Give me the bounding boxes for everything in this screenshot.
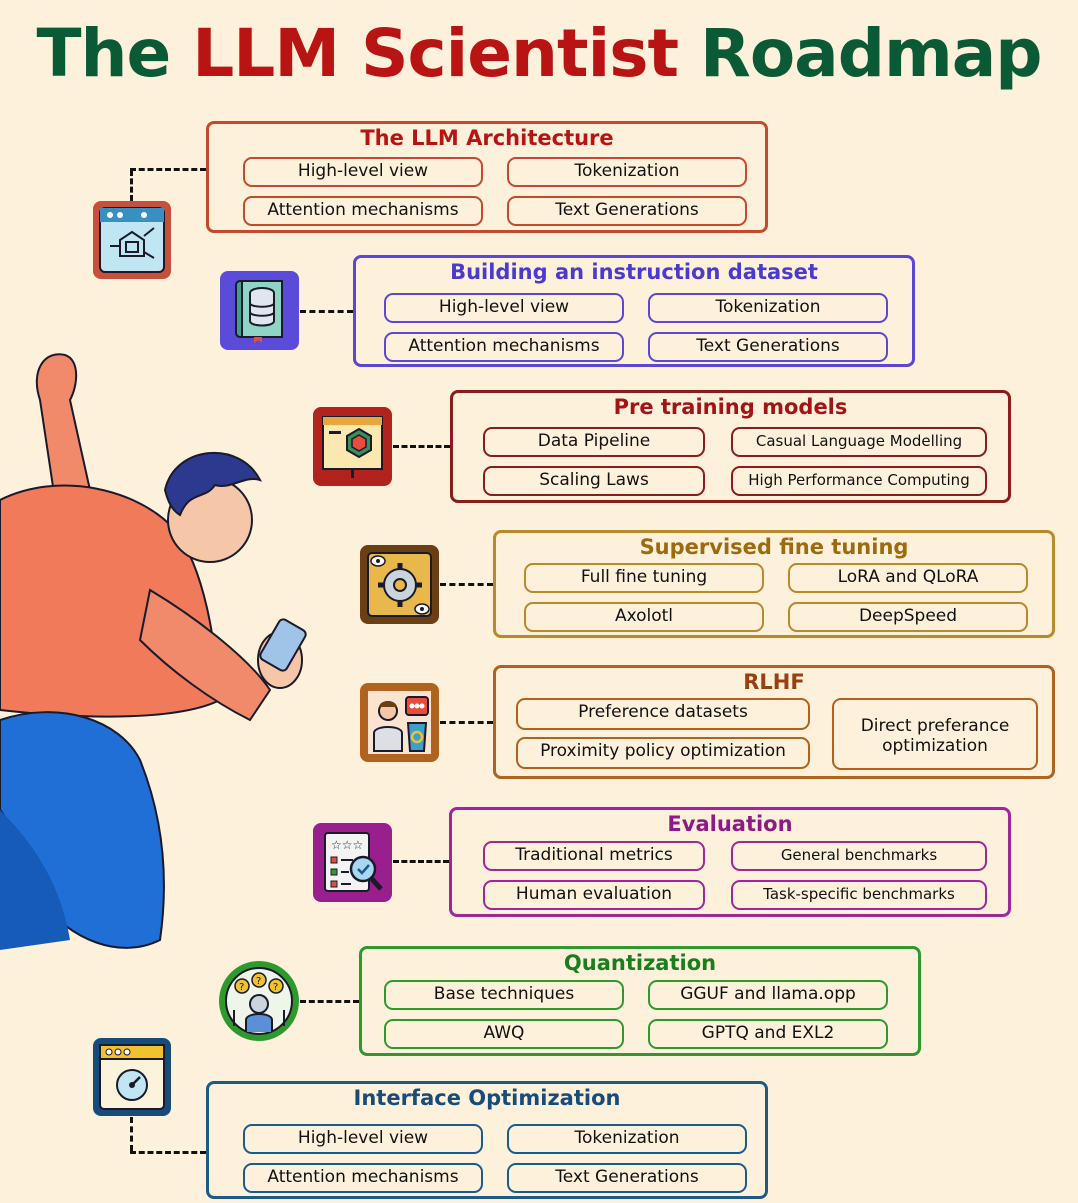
topic-pill[interactable]: Attention mechanisms <box>243 1163 483 1193</box>
person-recycle-icon <box>360 683 439 762</box>
checklist-magnifier-icon: ☆☆☆ <box>313 823 392 902</box>
section-rlhf: RLHF Preference datasets Proximity polic… <box>493 665 1055 779</box>
topic-pill[interactable]: High-level view <box>384 293 624 323</box>
topic-pill[interactable]: Text Generations <box>507 1163 747 1193</box>
section-interface-optimization: Interface Optimization High-level view T… <box>206 1081 768 1199</box>
svg-text:?: ? <box>239 982 244 993</box>
topic-pill[interactable]: General benchmarks <box>731 841 987 871</box>
topic-pill[interactable]: Text Generations <box>507 196 747 226</box>
connector <box>130 1117 133 1151</box>
section-llm-architecture: The LLM Architecture High-level view Tok… <box>206 121 768 233</box>
topic-pill[interactable]: Human evaluation <box>483 880 705 910</box>
connector <box>393 445 450 448</box>
topic-pill[interactable]: Direct preferance optimization <box>832 698 1038 770</box>
web-hierarchy-icon <box>93 201 171 279</box>
topic-pill[interactable]: Scaling Laws <box>483 466 705 496</box>
section-supervised-fine-tuning: Supervised fine tuning Full fine tuning … <box>493 530 1055 638</box>
topic-pill[interactable]: Attention mechanisms <box>384 332 624 362</box>
connector <box>440 583 493 586</box>
section-pretraining: Pre training models Data Pipeline Casual… <box>450 390 1011 503</box>
topic-pill[interactable]: High Performance Computing <box>731 466 987 496</box>
topic-pill[interactable]: Data Pipeline <box>483 427 705 457</box>
section-title: Interface Optimization <box>353 1086 621 1110</box>
topic-pill[interactable]: Base techniques <box>384 980 624 1010</box>
topic-pill[interactable]: GPTQ and EXL2 <box>648 1019 888 1049</box>
database-book-icon <box>220 271 299 350</box>
section-quantization: Quantization Base techniques GGUF and ll… <box>359 946 921 1056</box>
section-title: RLHF <box>743 670 805 694</box>
section-title: Supervised fine tuning <box>639 535 909 559</box>
student-illustration <box>0 353 307 950</box>
topic-pill[interactable]: High-level view <box>243 157 483 187</box>
topic-pill[interactable]: Full fine tuning <box>524 563 764 593</box>
topic-pill[interactable]: Attention mechanisms <box>243 196 483 226</box>
connector <box>440 721 493 724</box>
connector <box>300 310 353 313</box>
topic-pill[interactable]: AWQ <box>384 1019 624 1049</box>
connector <box>130 170 133 201</box>
topic-pill[interactable]: Axolotl <box>524 602 764 632</box>
topic-pill[interactable]: Task-specific benchmarks <box>731 880 987 910</box>
section-title: Pre training models <box>613 395 848 419</box>
topic-pill[interactable]: Casual Language Modelling <box>731 427 987 457</box>
topic-pill[interactable]: GGUF and llama.opp <box>648 980 888 1010</box>
topic-pill[interactable]: Proximity policy optimization <box>516 737 810 769</box>
topic-pill[interactable]: Traditional metrics <box>483 841 705 871</box>
topic-pill[interactable]: DeepSpeed <box>788 602 1028 632</box>
section-instruction-dataset: Building an instruction dataset High-lev… <box>353 255 915 367</box>
section-title: The LLM Architecture <box>360 126 614 150</box>
topic-pill[interactable]: Preference datasets <box>516 698 810 730</box>
connector <box>130 168 206 171</box>
section-title: Quantization <box>563 951 717 975</box>
browser-gauge-icon <box>93 1038 171 1116</box>
section-evaluation: Evaluation Traditional metrics General b… <box>449 807 1011 917</box>
svg-text:?: ? <box>273 982 278 993</box>
network-presentation-icon <box>313 407 392 486</box>
topic-pill[interactable]: Text Generations <box>648 332 888 362</box>
connector <box>130 1151 206 1154</box>
topic-pill[interactable]: LoRA and QLoRA <box>788 563 1028 593</box>
people-question-icon: ? ? ? <box>219 961 299 1041</box>
svg-text:☆☆☆: ☆☆☆ <box>331 838 363 852</box>
topic-pill[interactable]: Tokenization <box>648 293 888 323</box>
page-title: The LLM Scientist Roadmap <box>36 15 1042 92</box>
gear-wrench-icon <box>360 545 439 624</box>
topic-pill[interactable]: Tokenization <box>507 157 747 187</box>
topic-pill[interactable]: Tokenization <box>507 1124 747 1154</box>
topic-pill[interactable]: High-level view <box>243 1124 483 1154</box>
section-title: Evaluation <box>667 812 793 836</box>
section-title: Building an instruction dataset <box>450 260 818 284</box>
svg-text:?: ? <box>256 976 261 987</box>
connector <box>300 1000 359 1003</box>
connector <box>393 860 449 863</box>
